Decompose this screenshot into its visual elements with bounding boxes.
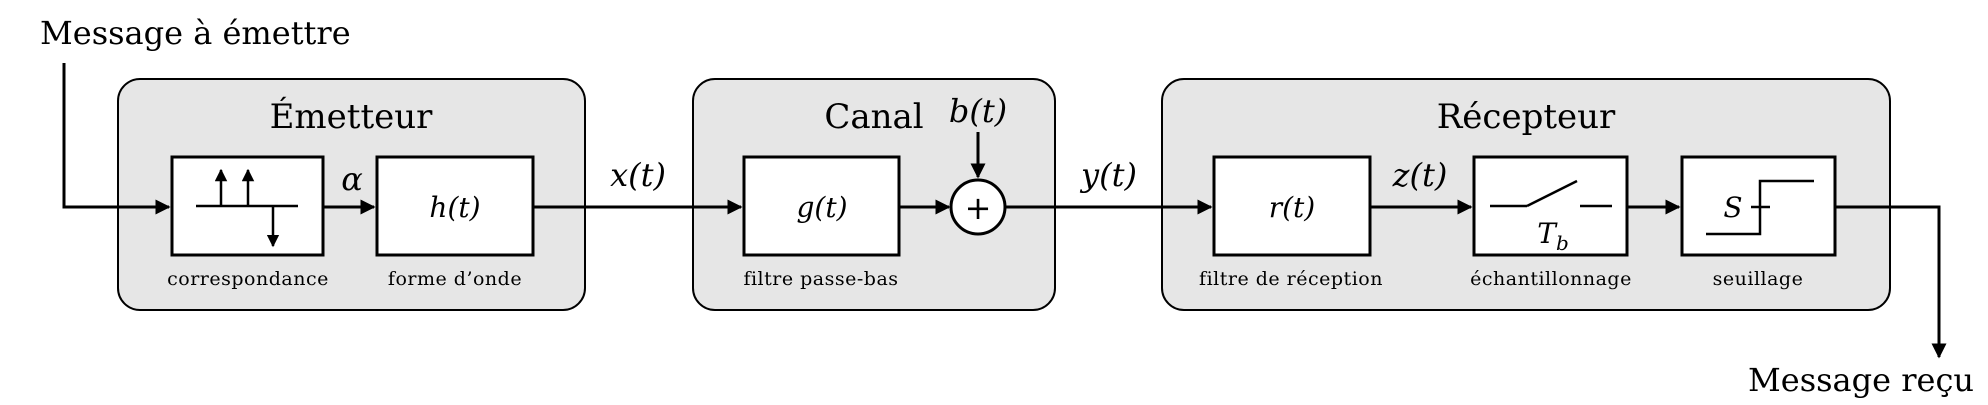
x-label: x(t) (610, 156, 666, 194)
y-label: y(t) (1079, 156, 1137, 194)
tb-label: Tb (1537, 217, 1569, 255)
message-out-label: Message reçu (1748, 361, 1974, 399)
caption-rx-filter: filtre de réception (1199, 268, 1383, 290)
adder-plus: + (965, 189, 992, 227)
z-label: z(t) (1392, 156, 1448, 194)
s-label: S (1723, 191, 1742, 224)
sampling-switch-icon (1490, 179, 1612, 208)
caption-mapping: correspondance (167, 268, 329, 290)
alpha-label: α (341, 160, 363, 198)
r-label: r(t) (1269, 191, 1315, 224)
channel-title: Canal (824, 97, 923, 137)
caption-waveform: forme d’onde (388, 268, 522, 290)
caption-threshold: seuillage (1713, 268, 1804, 290)
caption-lowpass: filtre passe-bas (743, 268, 898, 290)
output-wire (1835, 205, 1947, 359)
lowpass-block (742, 155, 901, 257)
step-threshold-icon (1706, 179, 1814, 236)
g-label: g(t) (796, 191, 847, 224)
input-wire (62, 63, 171, 215)
h-label: h(t) (429, 191, 480, 224)
impulse-mapping-icon (196, 168, 298, 248)
caption-sampling: échantillonnage (1470, 268, 1632, 290)
message-in-label: Message à émettre (40, 14, 351, 52)
receiver-title: Récepteur (1437, 97, 1616, 137)
emitter-title: Émetteur (270, 96, 434, 137)
rx-filter-block (1212, 155, 1372, 257)
b-label: b(t) (949, 92, 1007, 130)
